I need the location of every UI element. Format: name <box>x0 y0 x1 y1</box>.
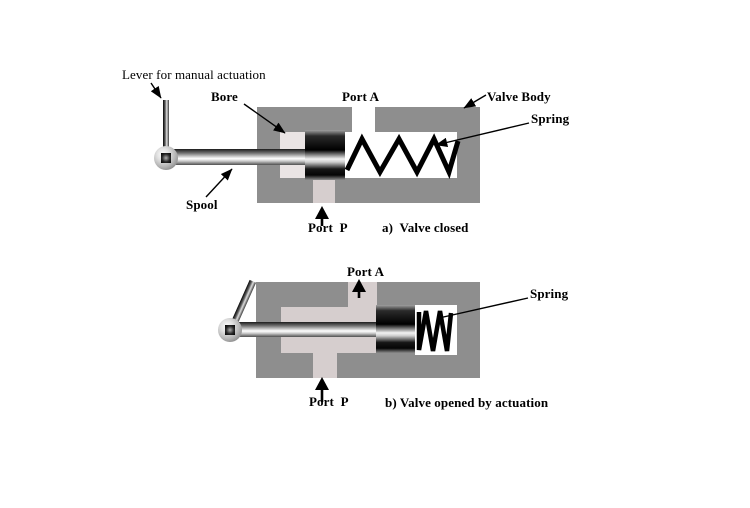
caption-valve-opened: b) Valve opened by actuation <box>385 395 549 410</box>
port-p-channel-b <box>313 353 337 378</box>
port-a-label-b: Port A <box>347 264 385 279</box>
port-a-opening-a <box>352 107 375 133</box>
spool-piston-a <box>305 130 345 180</box>
lever-knob-a <box>154 146 178 170</box>
port-p-channel-a <box>313 178 335 203</box>
lever-leader-arrow <box>150 82 162 99</box>
spool-label: Spool <box>186 197 218 212</box>
lever-knob-b <box>218 318 242 342</box>
port-a-channel-b <box>348 282 377 309</box>
spring-label-b: Spring <box>530 286 569 301</box>
spool-rod-a <box>171 149 307 165</box>
lever-knob-core-a <box>161 153 171 163</box>
spool-piston-b <box>376 305 415 353</box>
spool-leader-arrow <box>205 168 233 198</box>
valve-body-label: Valve Body <box>487 89 551 104</box>
port-a-label-a: Port A <box>342 89 380 104</box>
port-p-label-b: Port P <box>309 394 349 409</box>
lever-label: Lever for manual actuation <box>122 67 266 82</box>
spring-chamber-b <box>415 305 457 355</box>
manual-lever-a <box>163 100 169 150</box>
spool-rod-b <box>238 322 377 337</box>
lever-knob-core-b <box>225 325 235 335</box>
caption-valve-closed: a) Valve closed <box>382 220 469 235</box>
port-p-label-a: Port P <box>308 220 348 235</box>
bore-label: Bore <box>211 89 238 104</box>
spring-label-a: Spring <box>531 111 570 126</box>
